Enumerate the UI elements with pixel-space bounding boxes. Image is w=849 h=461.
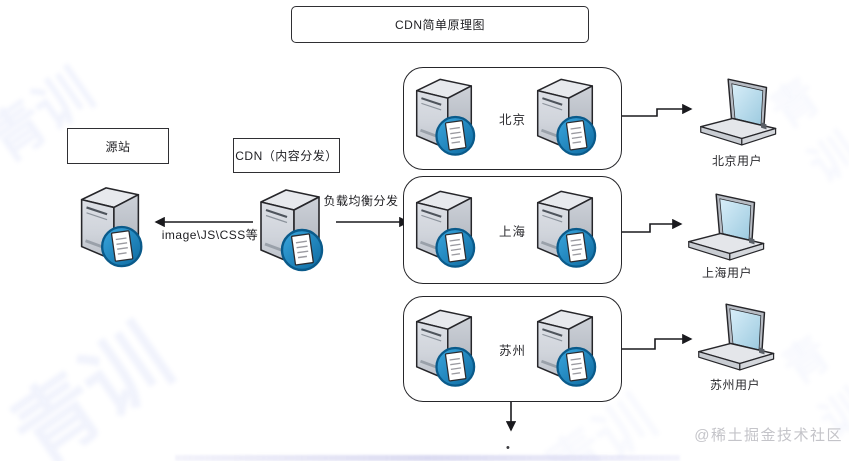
server-icon — [533, 304, 597, 392]
more-indicator-dot: • — [506, 442, 510, 454]
laptop-icon-shanghai — [686, 191, 770, 265]
origin-label: 源站 — [105, 139, 131, 154]
laptop-icon-beijing — [698, 76, 782, 150]
region-label-shanghai: 上海 — [498, 224, 526, 239]
user-label-beijing: 北京用户 — [711, 154, 762, 168]
region-group-beijing: 北京 — [403, 67, 622, 170]
edge-label-assets: image\JS\CSS等 — [161, 228, 259, 242]
user-label-suzhou: 苏州用户 — [709, 378, 760, 392]
server-icon — [412, 73, 476, 161]
server-icon — [533, 73, 597, 161]
arrow-suzhou-to-user — [620, 333, 693, 350]
server-icon — [533, 185, 597, 273]
diagram-title: CDN简单原理图 — [395, 18, 485, 32]
origin-box: 源站 — [67, 128, 169, 164]
laptop-icon-suzhou — [696, 301, 780, 375]
user-label-shanghai: 上海用户 — [701, 266, 752, 280]
community-watermark: @稀土掘金技术社区 — [694, 427, 843, 444]
cdn-label: CDN（内容分发） — [235, 149, 338, 163]
region-label-beijing: 北京 — [498, 113, 526, 127]
brand-watermark: 青训 — [0, 309, 188, 461]
edge-label-load-balance: 负载均衡分发 — [323, 194, 399, 208]
arrow-beijing-to-user — [620, 103, 693, 117]
region-label-suzhou: 苏州 — [498, 343, 526, 358]
bottom-watermark-band — [175, 455, 680, 461]
region-group-shanghai: 上海 — [403, 176, 622, 284]
arrow-shanghai-to-user — [620, 218, 683, 233]
server-icon — [412, 304, 476, 392]
region-group-suzhou: 苏州 — [403, 296, 622, 402]
cdn-box: CDN（内容分发） — [233, 138, 340, 173]
title-box: CDN简单原理图 — [291, 6, 589, 43]
server-icon — [412, 185, 476, 273]
